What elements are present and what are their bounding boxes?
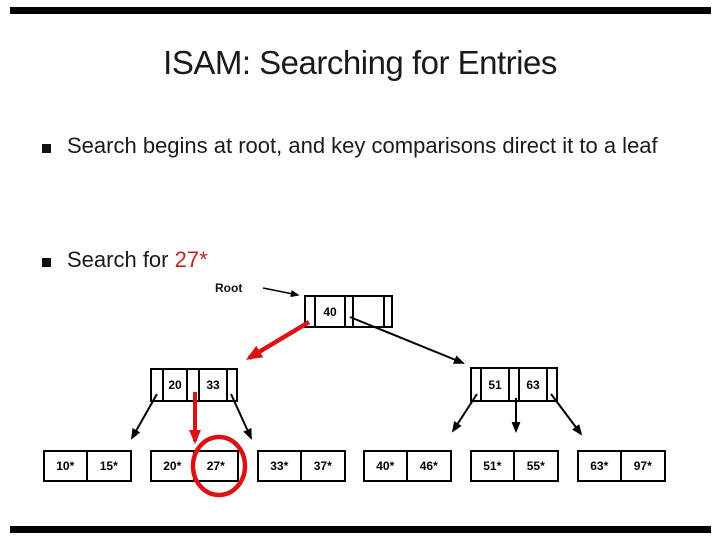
root-label: Root: [215, 281, 243, 295]
leaf-entry: 63*: [579, 452, 622, 480]
key-cell: 33: [200, 370, 228, 400]
bullet-square-icon: [42, 144, 51, 153]
search-key-highlight: 27*: [174, 247, 208, 272]
leaf-entry: 55*: [526, 459, 545, 473]
bottom-rule: [10, 526, 711, 533]
key-cell: [354, 297, 385, 326]
leaf-entry: 15*: [99, 459, 118, 473]
leaf-page-2: 20* 27*: [150, 450, 239, 482]
bullet-text-prefix: Search for: [67, 247, 175, 272]
leaf-entry: 33*: [259, 452, 302, 480]
leaf-entry-target: 27*: [206, 459, 225, 473]
leaf-page-1: 10* 15*: [43, 450, 132, 482]
key-cell: 51: [482, 369, 510, 400]
tree-root-node: 40: [304, 295, 393, 328]
leaf-page-4: 40* 46*: [363, 450, 452, 482]
key-cell: 40: [316, 297, 346, 326]
leaf-entry: 40*: [365, 452, 408, 480]
bullet-square-icon: [42, 258, 51, 267]
leaf-entry: 10*: [45, 452, 88, 480]
bullet-item-search-for: Search for 27*: [67, 242, 687, 278]
leaf-page-6: 63* 97*: [577, 450, 666, 482]
tree-inner-node-right: 51 63: [470, 367, 558, 402]
leaf-page-3: 33* 37*: [257, 450, 346, 482]
key-cell: 63: [520, 369, 548, 400]
leaf-entry: 97*: [633, 459, 652, 473]
key-cell: 20: [164, 370, 188, 400]
bullet-item-search-begins: Search begins at root, and key compariso…: [67, 133, 658, 158]
root-label-arrow: [262, 287, 300, 298]
search-path-arrow-root-to-inner: [245, 320, 311, 360]
tree-inner-node-left: 20 33: [150, 368, 238, 402]
leaf-entry: 51*: [472, 452, 515, 480]
pointer-cell: [306, 297, 316, 326]
leaf-entry: 46*: [419, 459, 438, 473]
pointer-cell: [472, 369, 482, 400]
leaf-entry: 20*: [152, 452, 195, 480]
top-rule: [10, 7, 711, 14]
pointer-cell: [188, 370, 200, 400]
pointer-cell: [510, 369, 520, 400]
pointer-cell: [152, 370, 164, 400]
pointer-cell: [228, 370, 236, 400]
page-title: ISAM: Searching for Entries: [163, 44, 557, 81]
leaf-entry: 37*: [313, 459, 332, 473]
pointer-cell: [346, 297, 354, 326]
leaf-page-5: 51* 55*: [470, 450, 559, 482]
pointer-cell: [385, 297, 391, 326]
pointer-cell: [548, 369, 556, 400]
